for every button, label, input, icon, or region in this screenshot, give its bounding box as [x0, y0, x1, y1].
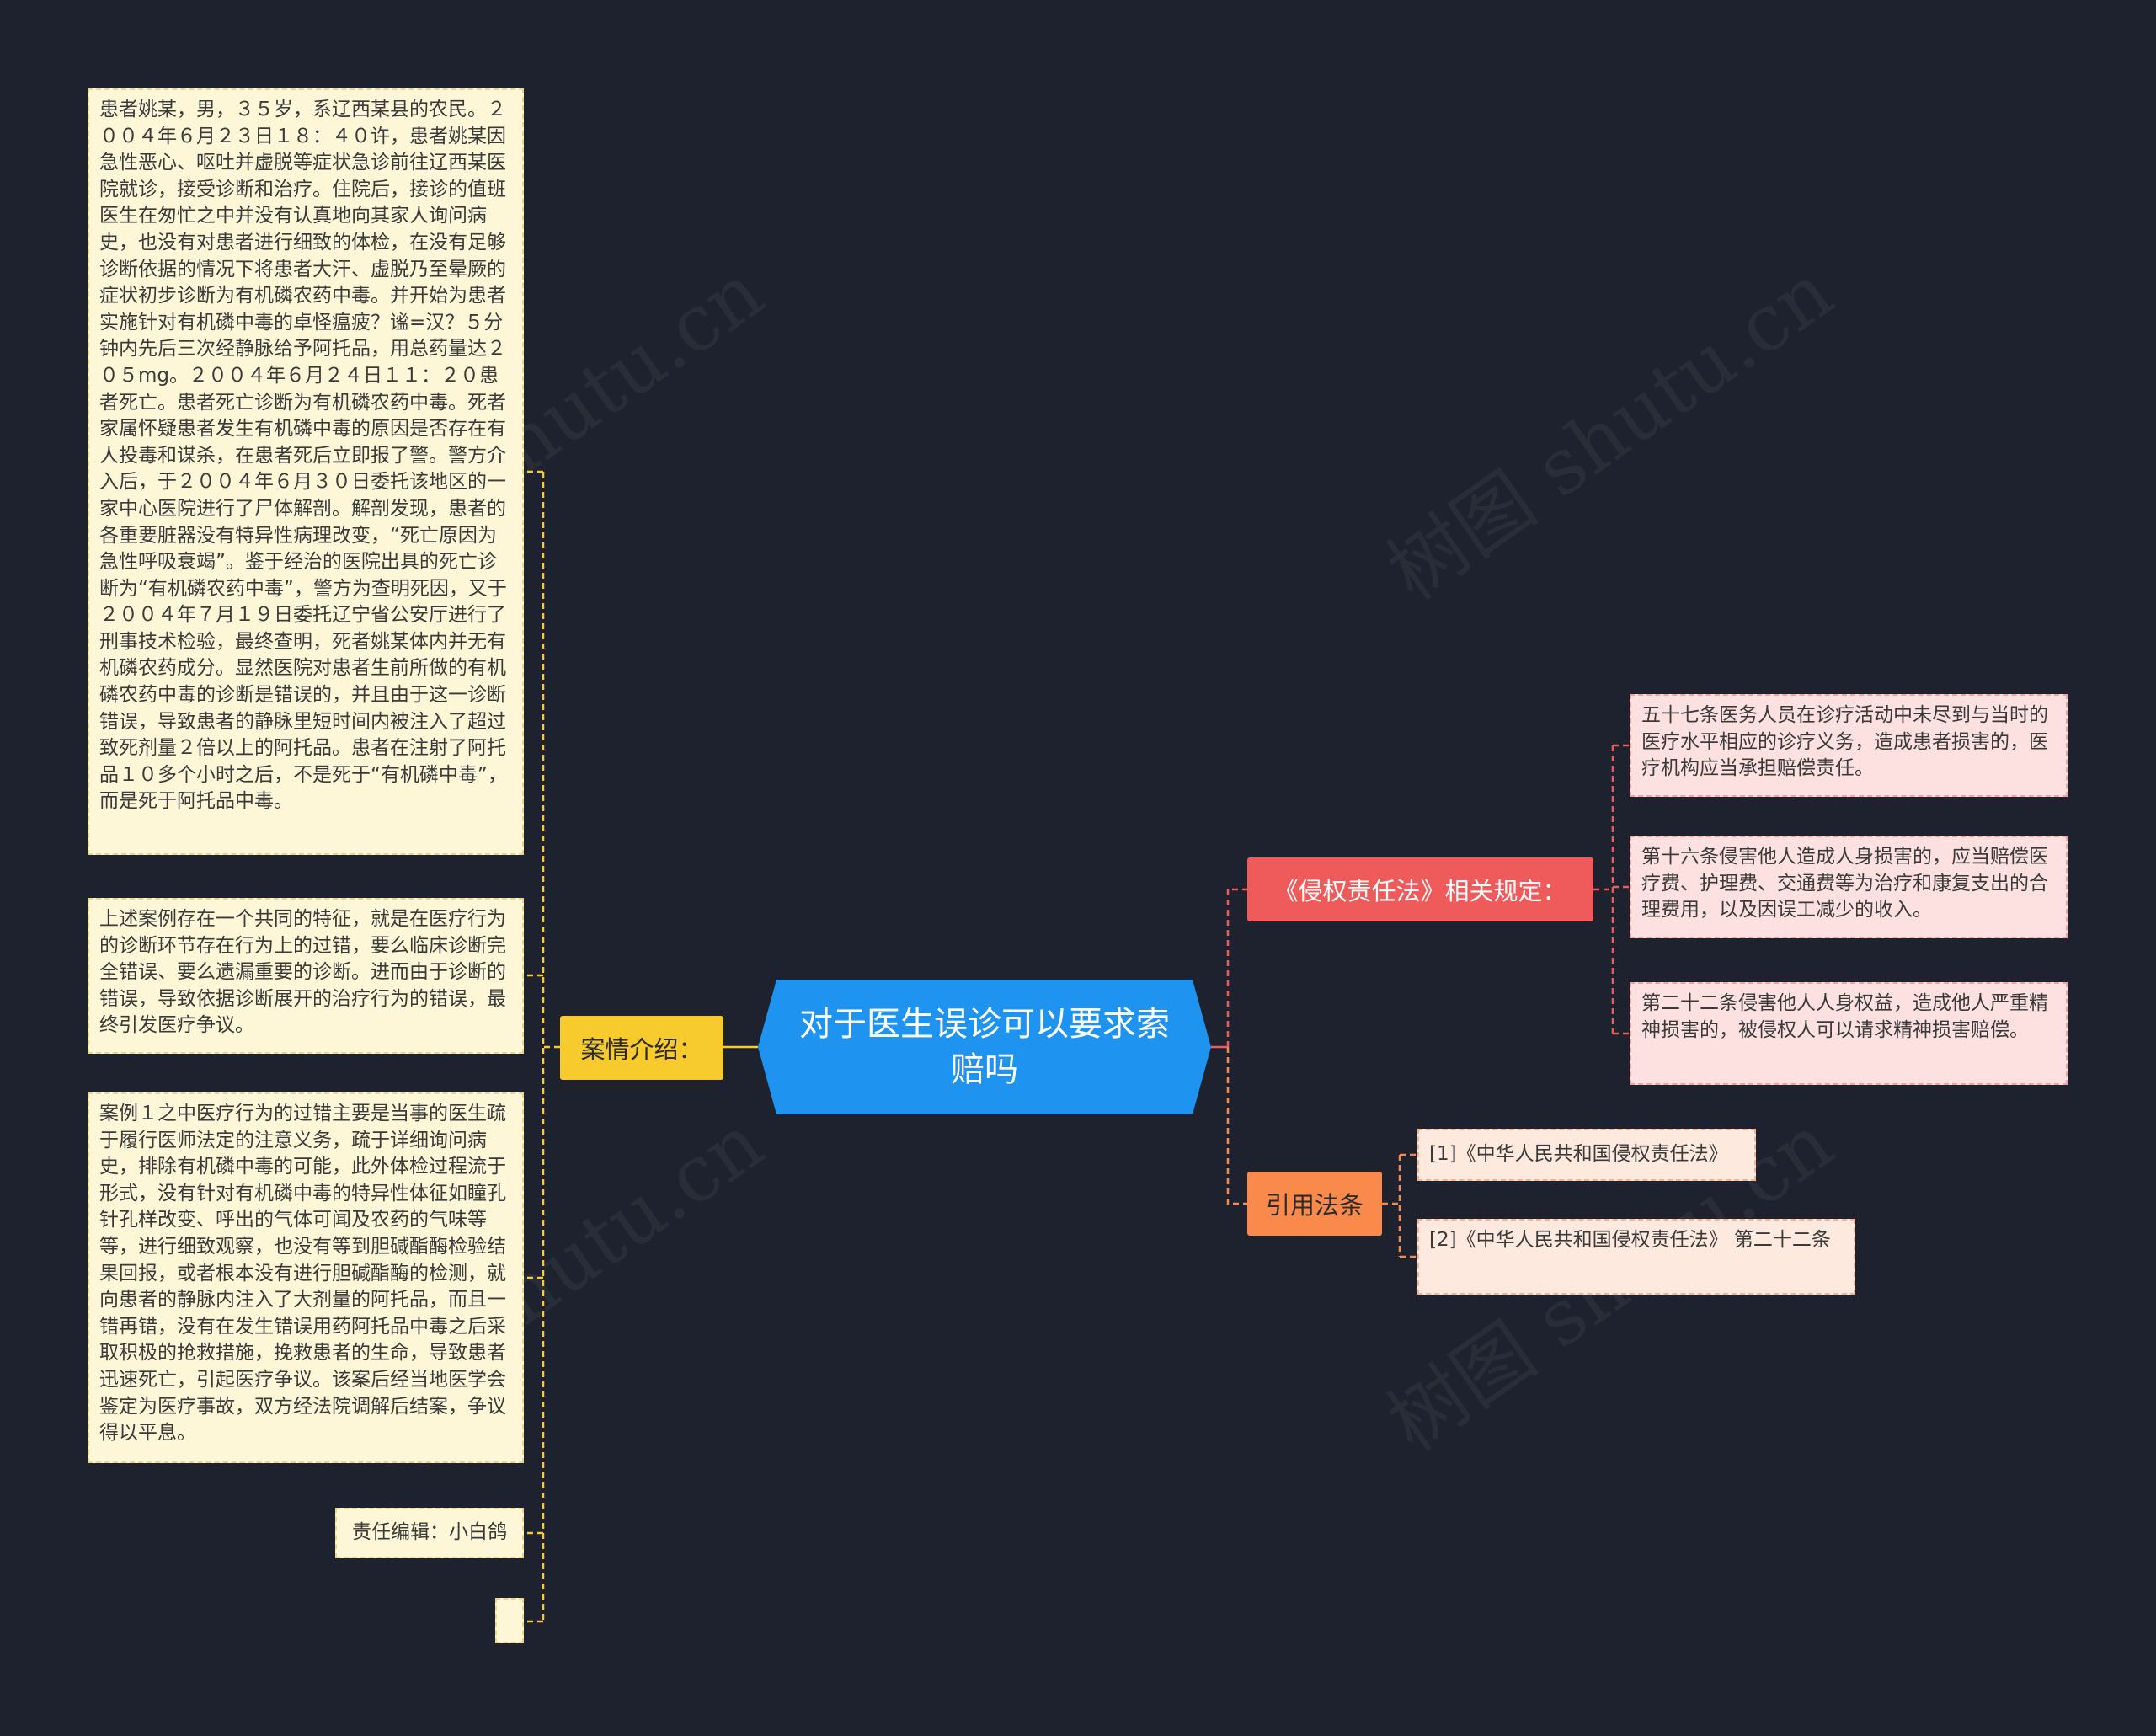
- case-analysis-card[interactable]: 案例１之中医疗行为的过错主要是当事的医生疏于履行医师法定的注意义务，疏于详细询问…: [88, 1092, 524, 1463]
- case-detail-card[interactable]: 患者姚某，男，３５岁，系辽西某县的农民。２００４年６月２３日１８：４０许，患者姚…: [88, 88, 524, 855]
- empty-card[interactable]: [495, 1598, 524, 1643]
- branch-law-provisions[interactable]: 《侵权责任法》相关规定：: [1247, 857, 1593, 921]
- root-shape: [758, 980, 1211, 1114]
- branch-case-intro[interactable]: 案情介绍：: [560, 1016, 723, 1080]
- law-article-16-card[interactable]: 第十六条侵害他人造成人身损害的，应当赔偿医疗费、护理费、交通费等为治疗和康复支出…: [1630, 836, 2068, 938]
- law-article-22-card[interactable]: 第二十二条侵害他人人身权益，造成他人严重精神损害的，被侵权人可以请求精神损害赔偿…: [1630, 982, 2068, 1085]
- branch-cited-articles[interactable]: 引用法条: [1247, 1172, 1382, 1236]
- root-title: 对于医生误诊可以要求索赔吗: [799, 1005, 1170, 1089]
- citation-2-card[interactable]: [2]《中华人民共和国侵权责任法》 第二十二条: [1417, 1219, 1855, 1295]
- citation-1-card[interactable]: [1]《中华人民共和国侵权责任法》: [1417, 1129, 1756, 1181]
- root-topic[interactable]: 对于医生误诊可以要求索赔吗: [758, 980, 1211, 1114]
- editor-card[interactable]: 责任编辑：小白鸽: [335, 1508, 524, 1558]
- case-feature-card[interactable]: 上述案例存在一个共同的特征，就是在医疗行为的诊断环节存在行为上的过错，要么临床诊…: [88, 898, 524, 1054]
- law-article-57-card[interactable]: 五十七条医务人员在诊疗活动中未尽到与当时的医疗水平相应的诊疗义务，造成患者损害的…: [1630, 694, 2068, 797]
